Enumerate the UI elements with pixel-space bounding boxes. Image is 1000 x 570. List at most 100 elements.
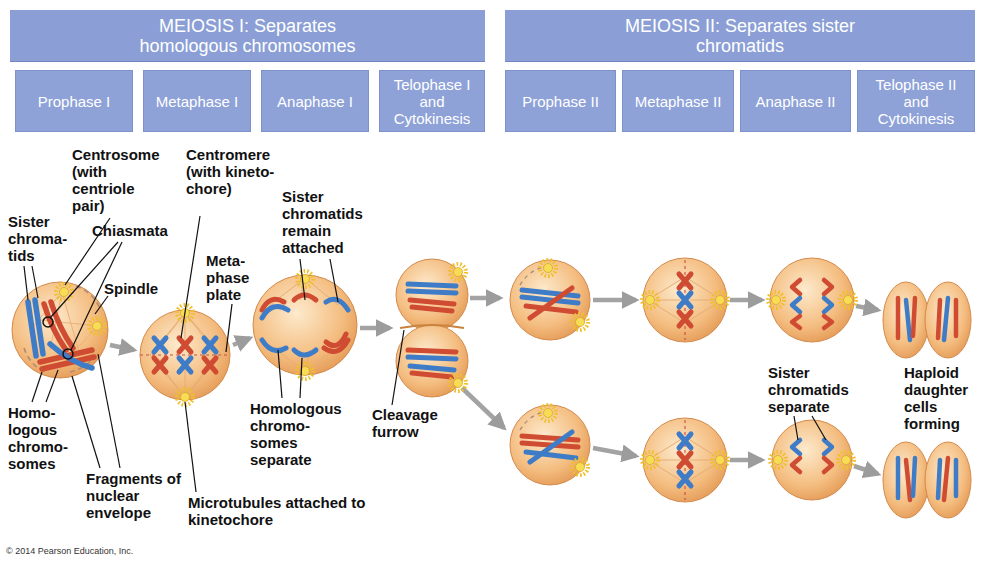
cell-telophase-1 — [396, 259, 468, 397]
cell-metaphase-1 — [140, 305, 230, 405]
illustration-path — [824, 280, 832, 294]
illustration-path — [412, 373, 452, 377]
illustration-use — [768, 292, 784, 308]
illustration-path — [179, 358, 191, 372]
illustration-use — [642, 292, 658, 308]
illustration-ellipse — [253, 275, 357, 375]
illustration-path — [938, 300, 940, 338]
phase-name: Anaphase II — [755, 93, 835, 110]
illustration-path — [792, 316, 800, 328]
band-title: MEIOSIS II: Separates sister chromatids — [605, 16, 875, 56]
illustration-path — [408, 291, 456, 293]
illustration-path — [679, 453, 691, 467]
illustration-g — [679, 274, 691, 486]
illustration-line — [856, 306, 878, 310]
illustration-line — [730, 298, 762, 303]
illustration-path — [330, 259, 338, 302]
phase-name: Metaphase I — [156, 93, 239, 110]
illustration-g — [262, 295, 348, 355]
illustration-use — [56, 284, 72, 300]
illustration-path — [679, 274, 691, 288]
illustration-path — [204, 338, 216, 352]
illustration-path — [944, 298, 948, 340]
illustration-path — [226, 304, 232, 352]
illustration-use — [450, 264, 466, 280]
phase-box: Anaphase I — [261, 70, 369, 132]
phase-name: Telophase I and Cytokinesis — [386, 76, 478, 127]
illustration-ellipse — [925, 282, 971, 358]
illustration-path — [98, 354, 120, 468]
illustration-use — [572, 314, 588, 330]
illustration-use — [450, 375, 466, 391]
phase-name: Prophase I — [38, 93, 111, 110]
phase-name: Metaphase II — [635, 93, 722, 110]
illustration-use — [712, 452, 728, 468]
illustration-line — [140, 355, 230, 356]
illustration-path — [294, 350, 316, 355]
illustration-ellipse — [883, 442, 929, 518]
part-label: Fragments of nuclear envelope — [86, 470, 182, 521]
illustration-line — [470, 296, 500, 301]
illustration-path — [24, 266, 28, 300]
illustration-circle — [643, 258, 727, 342]
band-title: MEIOSIS I: Separates homologous chromoso… — [113, 16, 383, 56]
illustration-path — [896, 458, 901, 498]
illustration-circle — [396, 259, 468, 331]
illustration-path — [410, 300, 454, 304]
illustration-use — [297, 271, 313, 287]
phase-name: Prophase II — [522, 93, 599, 110]
illustration-path — [794, 416, 798, 440]
part-label: Homo- logous chromo- somes — [8, 404, 70, 472]
phase-box: Prophase II — [505, 70, 616, 132]
cell-prophase-1 — [12, 282, 108, 378]
part-label: Homologous chromo- somes separate — [250, 400, 348, 468]
illustration-circle — [140, 310, 230, 400]
illustration-path — [300, 358, 302, 398]
illustration-path — [300, 259, 305, 300]
illustration-path — [679, 472, 691, 486]
illustration-path — [679, 312, 691, 326]
illustration-path — [46, 370, 58, 402]
part-label: Haploid daughter cells forming — [904, 364, 986, 432]
illustration-line — [593, 298, 636, 303]
illustration-use — [838, 452, 854, 468]
illustration-path — [792, 280, 800, 294]
illustration-use — [540, 405, 556, 421]
phase-name: Anaphase I — [277, 93, 353, 110]
illustration-path — [408, 284, 456, 286]
illustration-path — [50, 344, 92, 368]
illustration-use — [540, 260, 556, 276]
illustration-g — [28, 300, 94, 369]
illustration-path — [278, 350, 282, 398]
illustration-path — [262, 306, 288, 318]
cell-prophase-2 — [510, 260, 590, 485]
illustration-path — [679, 293, 691, 307]
part-label: Meta- phase plate — [206, 252, 258, 303]
illustration-path — [906, 300, 910, 340]
illustration-path — [185, 402, 196, 492]
leader-lines — [24, 216, 826, 492]
illustration-use — [297, 363, 313, 379]
illustration-path — [204, 358, 216, 372]
illustration-path — [824, 440, 832, 454]
illustration-g — [110, 298, 878, 474]
illustration-path — [32, 266, 38, 298]
illustration-line — [593, 448, 636, 456]
phase-name: Telophase II and Cytokinesis — [870, 76, 962, 127]
illustration-path — [679, 434, 691, 448]
illustration-path — [896, 298, 901, 338]
illustration-path — [530, 432, 572, 462]
illustration-line — [110, 345, 134, 350]
illustration-path — [408, 357, 456, 359]
illustration-path — [906, 460, 910, 500]
illustration-path — [792, 458, 800, 472]
illustration-circle — [643, 418, 727, 502]
illustration-path — [824, 458, 832, 472]
part-label: Chiasmata — [92, 222, 182, 239]
illustration-path — [954, 300, 959, 336]
illustration-path — [392, 330, 404, 405]
part-label: Centromere (with kineto- chore) — [186, 146, 282, 197]
illustration-path — [262, 340, 286, 351]
phase-box: Telophase II and Cytokinesis — [857, 70, 975, 132]
